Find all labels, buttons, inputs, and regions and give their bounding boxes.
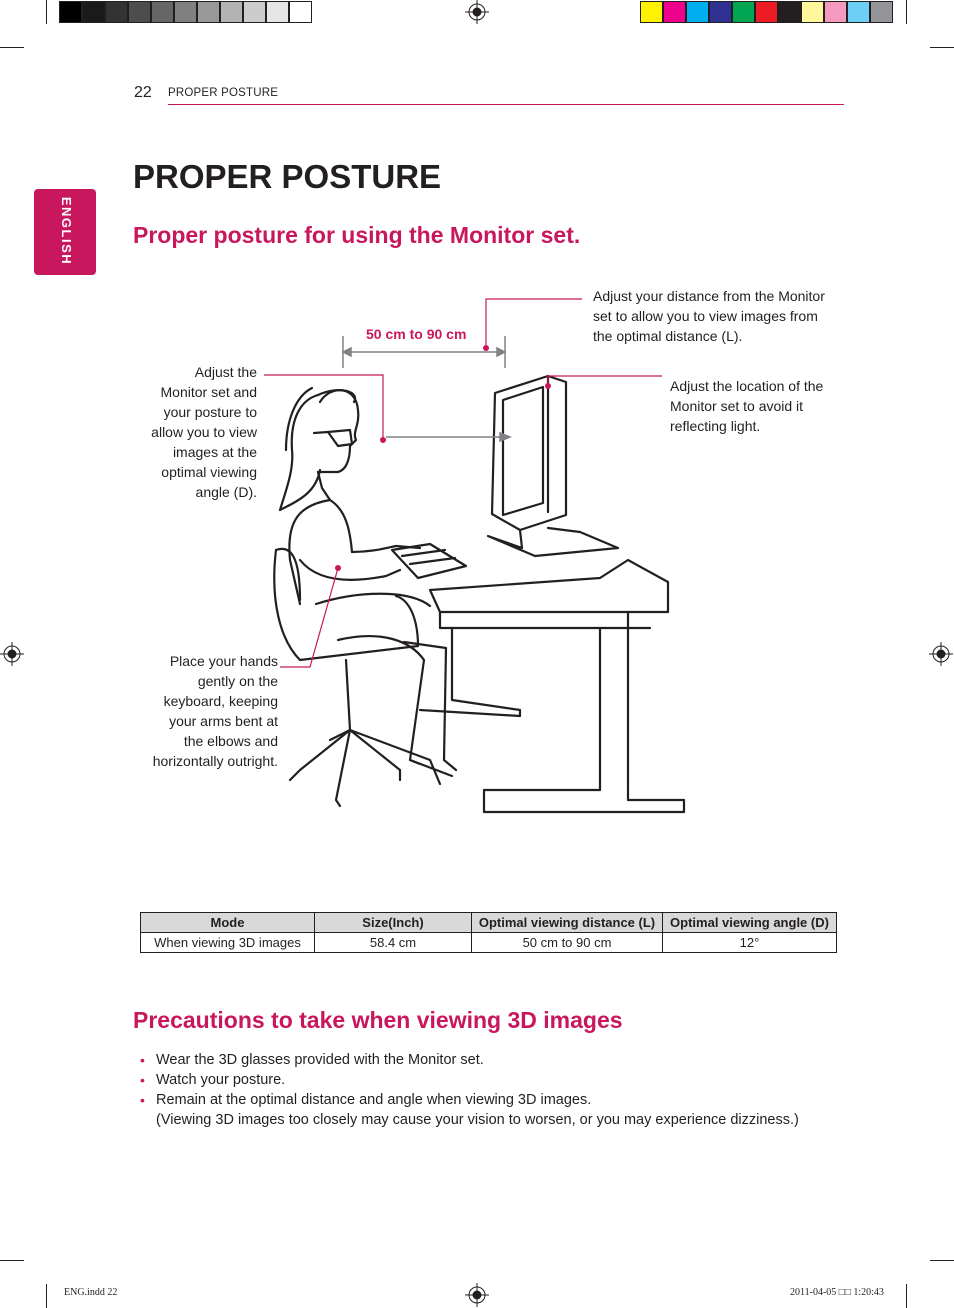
callout-line: reflecting light.: [670, 418, 761, 434]
callout-line: your arms bent at: [169, 713, 278, 729]
crop-mark: [0, 47, 24, 48]
column-header-distance: Optimal viewing distance (L): [471, 912, 663, 933]
registration-mark-right: [929, 642, 953, 666]
footer-slug-left: ENG.indd 22: [64, 1287, 118, 1298]
gray-swatch: [128, 1, 151, 23]
color-swatch: [663, 1, 686, 23]
bullet-icon: •: [140, 1072, 145, 1088]
gray-swatch: [105, 1, 128, 23]
page-number: 22: [134, 84, 152, 101]
callout-line: gently on the: [197, 673, 278, 689]
color-swatch: [686, 1, 709, 23]
footer-slug-right: 2011-04-05 □□ 1:20:43: [790, 1287, 884, 1298]
page-title: PROPER POSTURE: [133, 158, 442, 195]
posture-illustration: [273, 374, 686, 814]
table-cell: 50 cm to 90 cm: [471, 932, 663, 953]
crop-mark: [930, 1260, 954, 1261]
callout-line: the elbows and: [183, 733, 278, 749]
callout-hands: Place your hands gently on the keyboard,…: [120, 651, 278, 771]
callout-line: the optimal distance (L).: [593, 328, 743, 344]
list-item: • Wear the 3D glasses provided with the M…: [140, 1050, 799, 1070]
color-swatch: [709, 1, 732, 23]
header-rule: [168, 104, 844, 105]
callout-line: keyboard, keeping: [163, 693, 278, 709]
callout-leaders: [264, 298, 662, 668]
callout-location: Adjust the location of the Monitor set t…: [670, 376, 823, 436]
distance-label: 50 cm to 90 cm: [366, 326, 467, 342]
color-swatch: [870, 1, 893, 23]
crop-mark: [46, 1284, 47, 1308]
column-header-angle: Optimal viewing angle (D): [662, 912, 837, 933]
table-cell: 58.4 cm: [314, 932, 472, 953]
table-cell: 12°: [662, 932, 837, 953]
callout-line: Adjust the: [194, 364, 257, 380]
table-row: When viewing 3D images 58.4 cm 50 cm to …: [140, 932, 837, 953]
callout-line: Place your hands: [169, 653, 278, 669]
section-heading-precautions: Precautions to take when viewing 3D imag…: [133, 1007, 623, 1033]
color-swatch: [755, 1, 778, 23]
callout-line: Adjust the location of the: [670, 378, 824, 394]
viewing-spec-table: Mode Size(Inch) Optimal viewing distance…: [140, 912, 837, 953]
crop-mark: [906, 1284, 907, 1308]
callout-line: horizontally outright.: [152, 753, 278, 769]
callout-line: optimal viewing: [161, 464, 257, 480]
callout-line: your posture to: [163, 404, 257, 420]
list-item: • Watch your posture.: [140, 1070, 799, 1090]
color-swatch: [824, 1, 847, 23]
bullet-icon: •: [140, 1052, 145, 1068]
gray-swatch: [266, 1, 289, 23]
callout-dots: [335, 345, 551, 571]
distance-dimension: [341, 336, 513, 443]
table-cell: When viewing 3D images: [140, 932, 315, 953]
running-header: PROPER POSTURE: [168, 87, 279, 99]
registration-mark-bottom: [465, 1283, 489, 1307]
list-item: • Remain at the optimal distance and angl…: [140, 1090, 799, 1110]
callout-line: images at the: [172, 444, 257, 460]
language-tab: [34, 189, 96, 275]
registration-mark-top: [465, 0, 489, 24]
list-item-text: Wear the 3D glasses provided with the Mo…: [156, 1052, 484, 1068]
list-item-text: (Viewing 3D images too closely may cause…: [156, 1112, 799, 1128]
callout-line: Monitor set and: [160, 384, 258, 400]
gray-swatch: [151, 1, 174, 23]
table-header-row: Mode Size(Inch) Optimal viewing distance…: [140, 912, 837, 933]
callout-line: set to allow you to view images from: [593, 308, 818, 324]
gray-swatch: [174, 1, 197, 23]
color-swatch: [801, 1, 824, 23]
bullet-icon: •: [140, 1092, 145, 1108]
color-swatch: [778, 1, 801, 23]
crop-mark: [0, 1260, 24, 1261]
precautions-list: • Wear the 3D glasses provided with the M…: [140, 1050, 799, 1130]
column-header-size: Size(Inch): [314, 912, 472, 933]
list-item-text: Remain at the optimal distance and angle…: [156, 1092, 592, 1108]
crop-mark: [930, 47, 954, 48]
gray-swatch: [243, 1, 266, 23]
gray-swatch: [220, 1, 243, 23]
gray-swatch: [289, 1, 312, 23]
registration-mark-left: [0, 642, 24, 666]
callout-line: Monitor set to avoid it: [670, 398, 804, 414]
callout-angle: Adjust the Monitor set and your posture …: [120, 362, 257, 502]
column-header-mode: Mode: [140, 912, 315, 933]
crop-mark: [46, 0, 47, 24]
color-swatch: [847, 1, 870, 23]
callout-line: Adjust your distance from the Monitor: [593, 288, 825, 304]
color-swatch: [732, 1, 755, 23]
callout-distance: Adjust your distance from the Monitor se…: [593, 286, 825, 346]
crop-mark: [906, 0, 907, 24]
gray-swatch: [59, 1, 82, 23]
language-tab-label: ENGLISH: [59, 196, 74, 266]
callout-line: allow you to view: [151, 424, 257, 440]
gray-swatch: [197, 1, 220, 23]
section-heading-posture: Proper posture for using the Monitor set…: [133, 222, 581, 248]
callout-line: angle (D).: [195, 484, 257, 500]
list-item-continuation: (Viewing 3D images too closely may cause…: [140, 1110, 799, 1130]
gray-swatch: [82, 1, 105, 23]
color-swatch: [640, 1, 663, 23]
list-item-text: Watch your posture.: [156, 1072, 286, 1088]
